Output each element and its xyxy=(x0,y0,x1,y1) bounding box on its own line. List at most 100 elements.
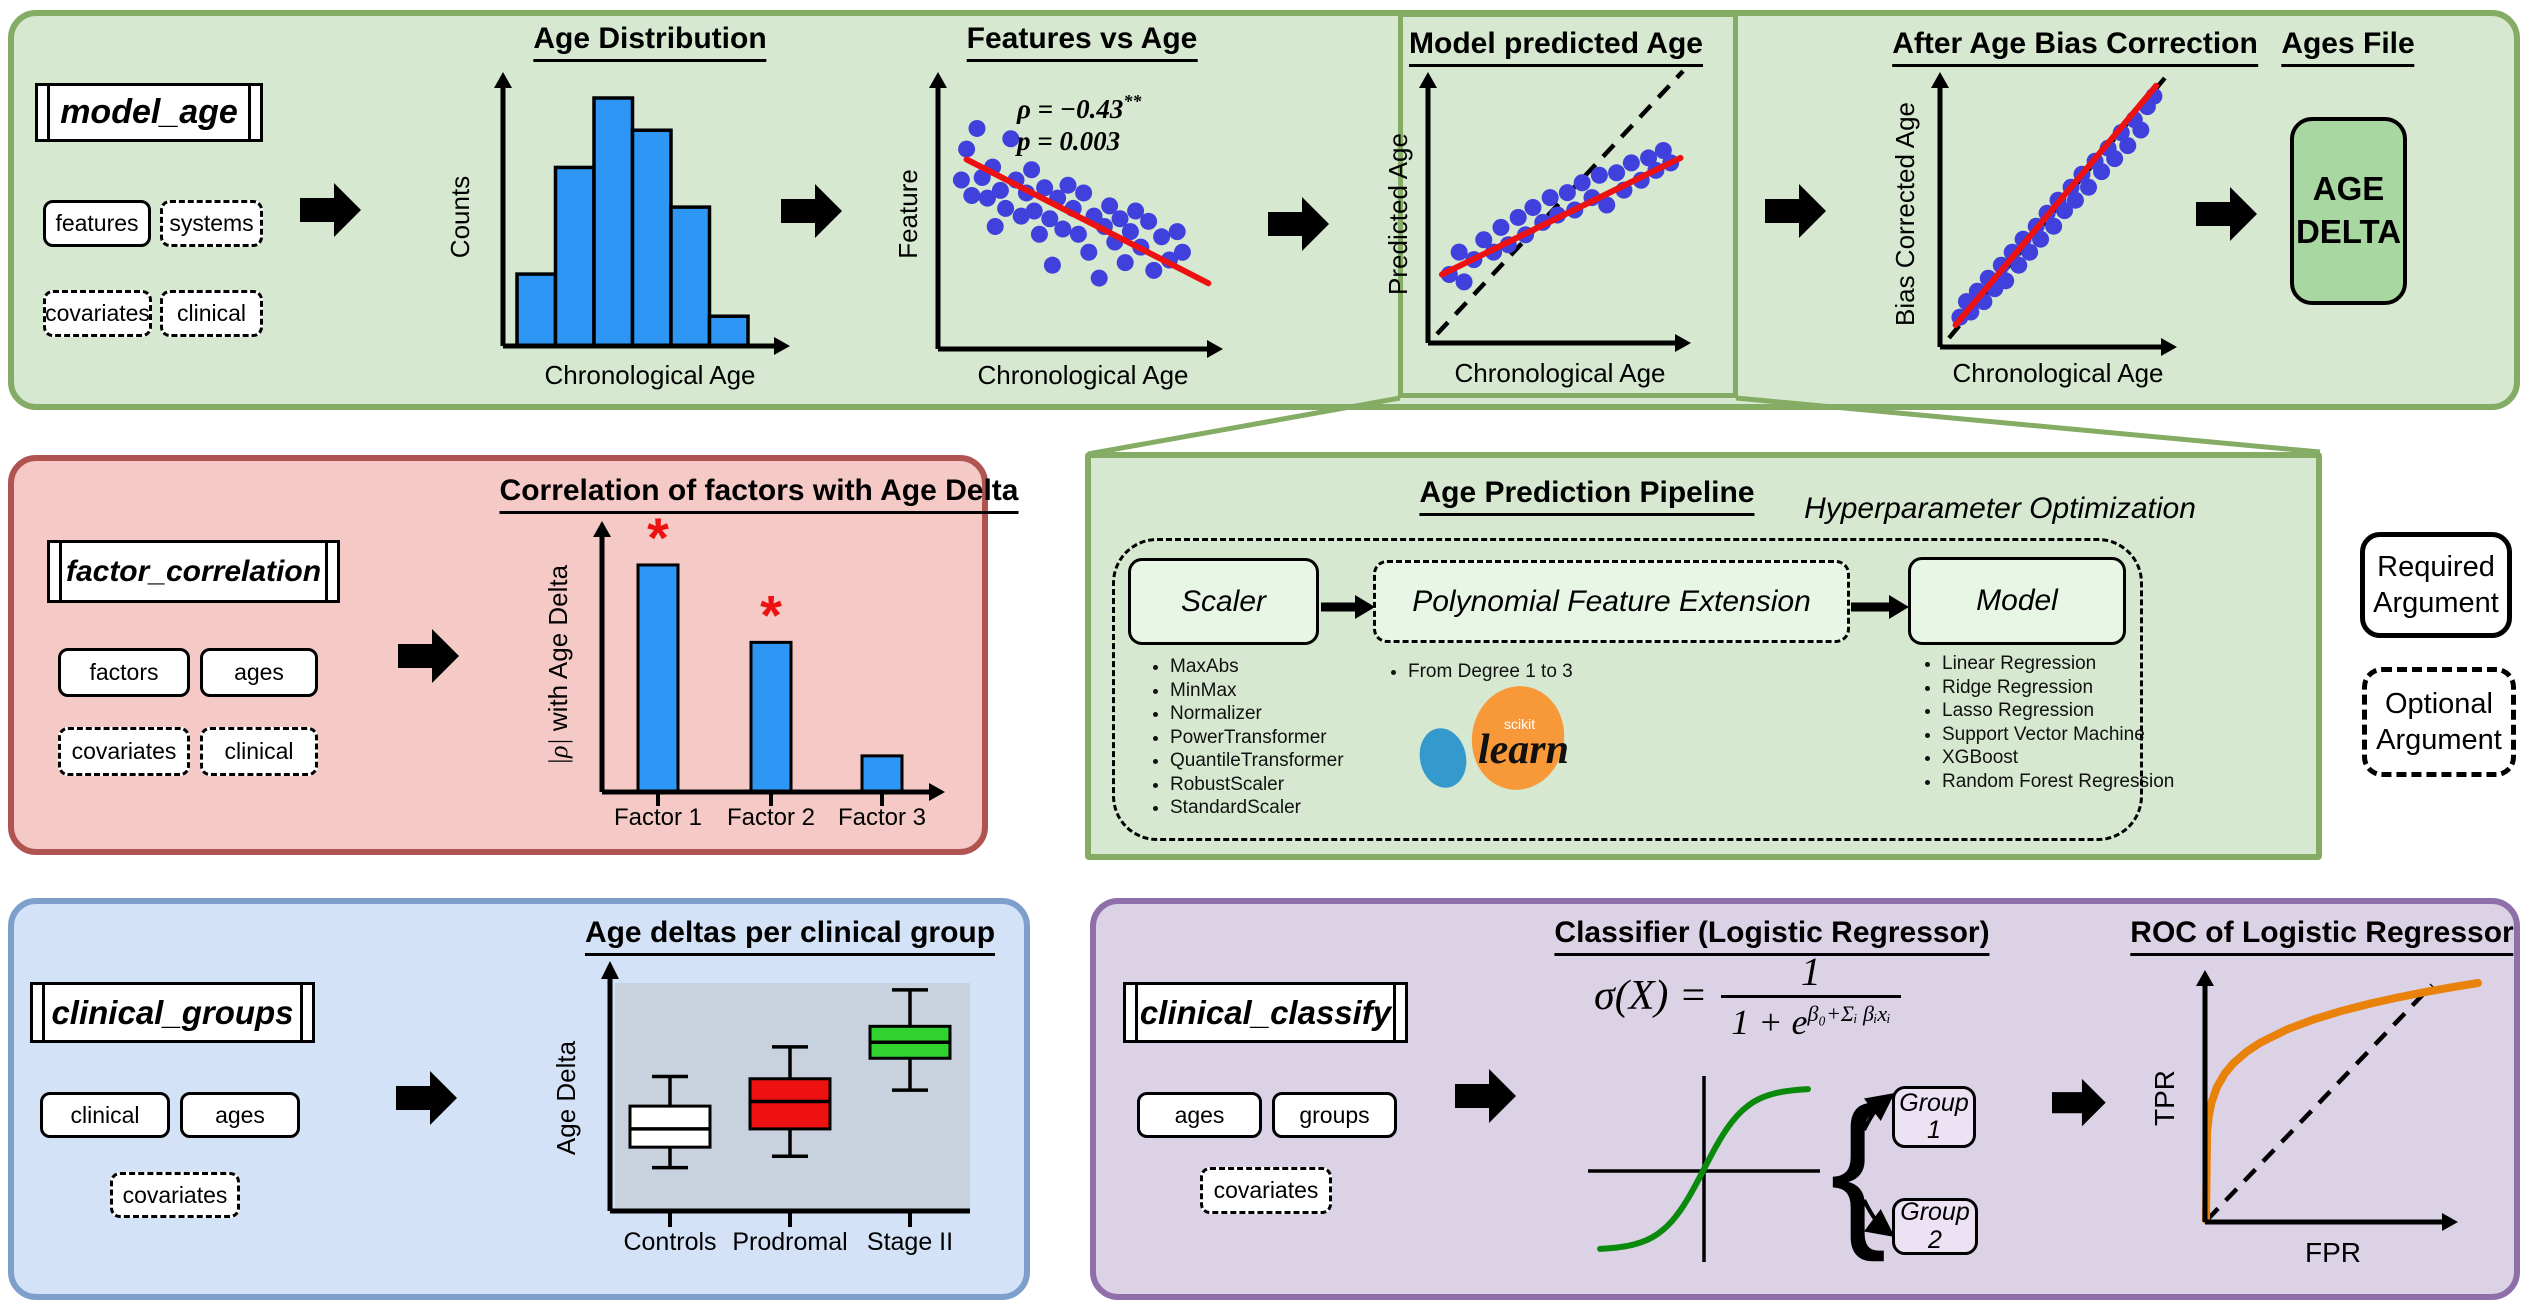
sigmoid-curve-chart xyxy=(1588,1076,1820,1262)
list-item: MaxAbs xyxy=(1170,655,1344,679)
age-delta-line2: DELTA xyxy=(2295,213,2402,250)
svg-text:Predicted Age: Predicted Age xyxy=(1383,133,1413,295)
split-brace-icon: { xyxy=(1830,1073,1895,1263)
panel-model-age xyxy=(8,10,2520,410)
title-age-deltas-per-group: Age deltas per clinical group xyxy=(584,916,996,956)
list-item: PowerTransformer xyxy=(1170,726,1344,750)
pipeline-arrow-icon xyxy=(1851,595,1909,619)
group-1-box: Group 1 xyxy=(1892,1086,1976,1148)
param-groups: groups xyxy=(1272,1092,1397,1138)
legend-required-argument: Required Argument xyxy=(2360,532,2512,638)
group-2-box: Group 2 xyxy=(1892,1198,1978,1255)
title-classifier: Classifier (Logistic Regressor) xyxy=(1554,916,1990,956)
flow-arrow-icon xyxy=(2196,187,2257,241)
flow-arrow-icon xyxy=(781,184,842,238)
polynomial-options-list: From Degree 1 to 3 xyxy=(1384,660,1573,684)
formula-den-base: 1 + e xyxy=(1731,1002,1808,1042)
logistic-formula: σ(X) = 1 1 + eβ₀+Σᵢ βᵢxᵢ xyxy=(1594,948,1901,1043)
param-clinical: clinical xyxy=(200,727,318,776)
svg-text:Feature: Feature xyxy=(893,169,923,259)
group-2-line2: 2 xyxy=(1928,1225,1942,1254)
formula-fraction: 1 1 + eβ₀+Σᵢ βᵢxᵢ xyxy=(1721,948,1901,1043)
list-item: Support Vector Machine xyxy=(1942,723,2174,747)
title-after-bias-correction: After Age Bias Correction xyxy=(1892,27,2258,67)
roc-chart: TPR FPR xyxy=(2149,970,2482,1268)
title-roc: ROC of Logistic Regressor xyxy=(2130,916,2514,956)
param-covariates: covariates xyxy=(1200,1167,1332,1214)
list-item: Lasso Regression xyxy=(1942,699,2174,723)
svg-text:Counts: Counts xyxy=(445,176,475,258)
formula-numerator: 1 xyxy=(1800,949,1821,994)
list-item: Linear Regression xyxy=(1942,652,2174,676)
formula-denominator: 1 + eβ₀+Σᵢ βᵢxᵢ xyxy=(1721,995,1901,1043)
param-features: features xyxy=(43,200,151,247)
list-item: StandardScaler xyxy=(1170,796,1344,820)
command-box-model-age: model_age xyxy=(35,83,263,142)
sklearn-blue-blob-icon xyxy=(1414,723,1472,793)
formula-exponent: β₀+Σᵢ βᵢxᵢ xyxy=(1807,1001,1891,1026)
list-item: MinMax xyxy=(1170,679,1344,703)
svg-text:Prodromal: Prodromal xyxy=(732,1228,847,1256)
flow-arrow-icon xyxy=(1268,197,1329,251)
svg-text:Age Delta: Age Delta xyxy=(551,1040,581,1155)
list-item: From Degree 1 to 3 xyxy=(1408,660,1573,684)
svg-text:*: * xyxy=(760,583,782,646)
param-covariates: covariates xyxy=(110,1172,240,1218)
svg-text:Factor 2: Factor 2 xyxy=(727,804,815,831)
pipeline-arrow-icon xyxy=(1321,595,1375,619)
legend-optional-argument: Optional Argument xyxy=(2362,667,2516,777)
title-features-vs-age: Features vs Age xyxy=(966,22,1198,62)
legend-required-line1: Required xyxy=(2377,550,2495,583)
svg-text:{: { xyxy=(1830,1073,1887,1263)
svg-text:|ρ| with Age Delta: |ρ| with Age Delta xyxy=(543,564,573,765)
flow-arrow-icon xyxy=(2052,1078,2106,1127)
zoom-connector-lines xyxy=(1087,395,2321,457)
pipeline-model-box: Model xyxy=(1908,557,2126,645)
formula-lhs: σ(X) = xyxy=(1594,972,1708,1019)
pipeline-scaler-box: Scaler xyxy=(1128,558,1319,645)
svg-text:Chronological Age: Chronological Age xyxy=(977,360,1188,390)
label-hyperparameter-optimization: Hyperparameter Optimization xyxy=(1804,492,2196,525)
flow-arrow-icon xyxy=(1455,1069,1516,1123)
svg-text:*: * xyxy=(647,506,669,569)
svg-text:Chronological Age: Chronological Age xyxy=(1952,358,2163,388)
svg-text:TPR: TPR xyxy=(2149,1070,2180,1126)
param-clinical: clinical xyxy=(40,1092,170,1138)
param-clinical: clinical xyxy=(160,290,263,337)
svg-text:Chronological Age: Chronological Age xyxy=(544,360,755,390)
svg-text:p = 0.003: p = 0.003 xyxy=(1015,126,1120,156)
param-ages: ages xyxy=(1137,1092,1262,1138)
legend-optional-line1: Optional xyxy=(2384,687,2493,720)
flow-arrow-icon xyxy=(300,183,361,237)
param-covariates: covariates xyxy=(43,290,152,337)
svg-text:Factor 3: Factor 3 xyxy=(838,804,926,831)
title-factor-correlation: Correlation of factors with Age Delta xyxy=(499,474,1019,514)
svg-text:Controls: Controls xyxy=(623,1228,716,1256)
pipeline-polynomial-box: Polynomial Feature Extension xyxy=(1373,560,1850,643)
model-predicted-highlight-box xyxy=(1398,12,1738,398)
svg-text:FPR: FPR xyxy=(2305,1237,2361,1268)
param-factors: factors xyxy=(58,648,190,697)
svg-text:ρ = −0.43**: ρ = −0.43** xyxy=(1016,91,1142,124)
svg-text:Factor 1: Factor 1 xyxy=(614,804,702,831)
factor-correlation-chart: * Factor 1 * Factor 2 Factor 3 |ρ| with Age D… xyxy=(543,506,945,831)
flow-arrow-icon xyxy=(1765,184,1826,238)
pipeline-dashed-container xyxy=(1112,538,2143,841)
title-age-prediction-pipeline: Age Prediction Pipeline xyxy=(1419,476,1755,516)
list-item: RobustScaler xyxy=(1170,773,1344,797)
param-systems: systems xyxy=(160,200,263,247)
list-item: Random Forest Regression xyxy=(1942,770,2174,794)
legend-required-line2: Argument xyxy=(2373,587,2499,619)
scaler-options-list: MaxAbsMinMaxNormalizerPowerTransformerQu… xyxy=(1146,655,1344,820)
group-1-line1: Group xyxy=(1899,1088,1969,1117)
command-box-factor-correlation: factor_correlation xyxy=(47,540,340,603)
age-delta-output-box: AGE DELTA xyxy=(2290,117,2407,305)
param-ages: ages xyxy=(200,648,318,697)
title-age-distribution: Age Distribution xyxy=(533,22,767,62)
